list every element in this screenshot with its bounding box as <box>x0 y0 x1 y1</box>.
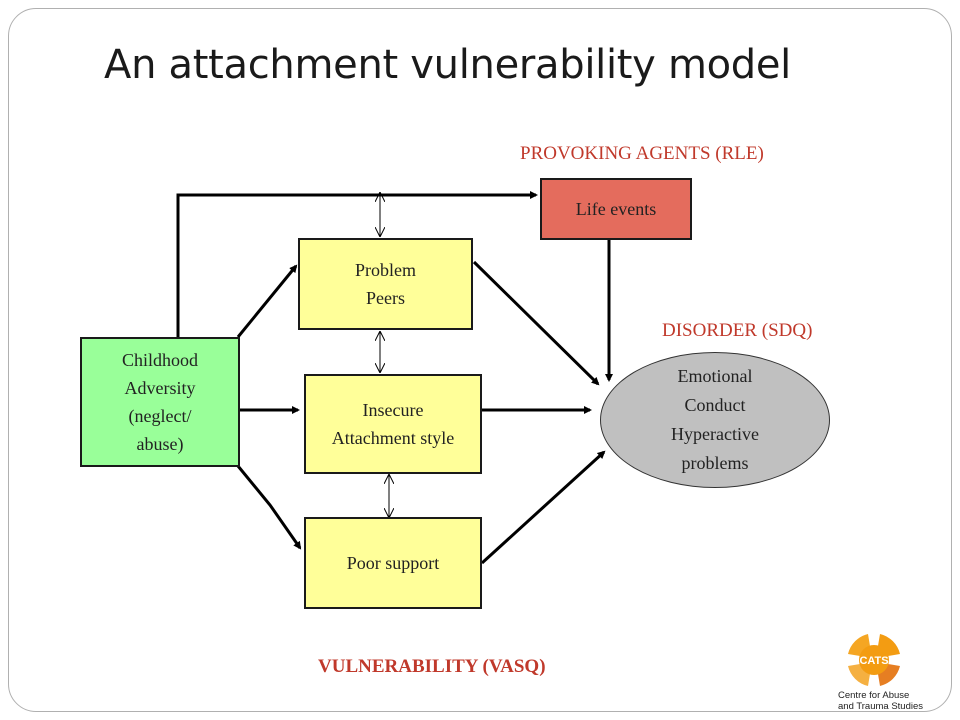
disorder-label: DISORDER (SDQ) <box>662 320 813 341</box>
childhood-adversity-line-4: abuse) <box>136 434 184 454</box>
problem-peers-line-1: Problem <box>355 260 416 280</box>
insecure-attachment-box: Insecure Attachment style <box>304 374 482 474</box>
problem-peers-line-2: Peers <box>366 288 405 308</box>
arrow-adversity-to-life-events <box>176 191 538 337</box>
problem-peers-box: Problem Peers <box>298 238 473 330</box>
outcome-line-4: problems <box>681 453 749 473</box>
childhood-adversity-line-3: (neglect/ <box>128 406 192 426</box>
slide-title: An attachment vulnerability model <box>104 42 791 88</box>
insecure-attachment-line-1: Insecure <box>362 400 424 420</box>
arrow-support-to-outcome <box>480 450 606 565</box>
logo-mark-text: CATS <box>859 655 888 667</box>
vulnerability-label: VULNERABILITY (VASQ) <box>318 656 546 677</box>
cats-logo: CATS <box>848 634 900 686</box>
logo-caption: Centre for Abuse and Trauma Studies <box>838 690 928 712</box>
arrow-peers-to-outcome <box>472 260 600 386</box>
provoking-agents-label: PROVOKING AGENTS (RLE) <box>520 143 764 164</box>
logo-caption-line-2: and Trauma Studies <box>838 701 924 712</box>
childhood-adversity-line-1: Childhood <box>121 350 198 370</box>
life-events-label: Life events <box>575 199 657 219</box>
life-events-box: Life events <box>540 178 692 240</box>
outcome-ellipse: Emotional Conduct Hyperactive problems <box>600 352 830 488</box>
outcome-line-3: Hyperactive <box>671 424 759 444</box>
logo-caption-line-1: Centre for Abuse <box>838 690 910 701</box>
insecure-attachment-line-2: Attachment style <box>331 428 455 448</box>
childhood-adversity-line-2: Adversity <box>124 378 196 398</box>
arrow-adversity-to-problem-peers <box>236 264 298 338</box>
poor-support-label: Poor support <box>346 553 440 573</box>
outcome-line-1: Emotional <box>677 366 753 386</box>
childhood-adversity-box: Childhood Adversity (neglect/ abuse) <box>80 337 240 467</box>
poor-support-box: Poor support <box>304 517 482 609</box>
arrow-adversity-to-poor-support <box>236 465 302 550</box>
outcome-line-2: Conduct <box>684 395 746 415</box>
